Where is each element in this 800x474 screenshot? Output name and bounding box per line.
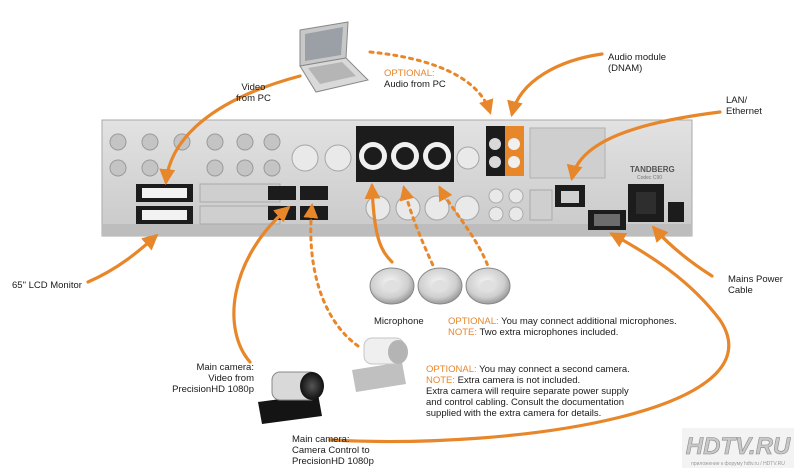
lcd-monitor-line [86,233,159,284]
camera-optional-line3: Extra camera will require separate power… [426,386,629,397]
note-tag: NOTE: [448,327,478,338]
optional-tag: OPTIONAL: [384,68,435,79]
audio-module-line [507,52,604,118]
device-brand: TANDBERG [630,165,675,174]
video-from-pc-line2: from PC [236,93,271,104]
lan-line2: Ethernet [726,106,762,117]
camera-optional-line5: supplied with the extra camera for detai… [426,408,602,419]
optional-audio-line [368,50,494,115]
audio-module-label: Audio module (DNAM) [608,52,666,74]
mic-optional-line2: Two extra microphones included. [479,327,619,338]
main-camera-control-line3: PrecisionHD 1080p [292,456,374,467]
video-from-pc-label: Video from PC [236,82,271,104]
microphone-text: Microphone [374,316,424,327]
device-model: Codec C90 [637,175,662,181]
camera-optional-line4: and control cabling. Consult the documen… [426,397,625,408]
main-camera-control-line [328,232,731,444]
watermark-text: HDTV.RU [686,433,791,460]
audio-module-line2: (DNAM) [608,63,643,74]
optional-camera-line [303,203,360,348]
lan-line [566,110,722,182]
optional-audio-label: OPTIONAL: Audio from PC [384,68,446,90]
camera-optional-label: OPTIONAL: You may connect a second camer… [426,364,630,419]
optional-microphone-icon [465,267,511,305]
microphone-label: Microphone [374,316,424,327]
optional-microphone-icon [417,267,463,305]
lan-label: LAN/ Ethernet [726,95,762,117]
main-camera-video-label: Main camera: Video from PrecisionHD 1080… [160,362,254,395]
mic-optional-line1: You may connect additional microphones. [501,316,677,327]
watermark-sub: приложение к форуму hdtv.ru / HDTV.RU [691,461,785,467]
main-camera-control-label: Main camera: Camera Control to Precision… [292,434,374,467]
video-from-pc-line [159,74,302,186]
optional-audio-text: Audio from PC [384,79,446,90]
mains-power-line1: Mains Power [728,274,783,285]
camera-optional-line2: Extra camera is not included. [457,375,581,386]
lan-line1: LAN/ [726,95,748,106]
camera-optional-line1: You may connect a second camera. [479,364,630,375]
note-tag: NOTE: [426,375,456,386]
mains-power-label: Mains Power Cable [728,274,783,296]
mains-power-line [651,225,714,278]
main-camera-control-line2: Camera Control to [292,445,370,456]
main-camera-video-line [232,205,291,364]
optional-tag: OPTIONAL: [426,364,477,375]
hdtv-watermark: HDTV.RU приложение к форуму hdtv.ru / HD… [682,428,794,468]
lcd-monitor-label: 65" LCD Monitor [12,280,82,291]
mains-power-line2: Cable [728,285,753,296]
main-camera-icon [258,371,324,424]
lcd-monitor-text: 65" LCD Monitor [12,280,82,291]
optional-camera-icon [352,337,408,392]
main-camera-video-line1: Main camera: [196,362,254,373]
audio-module-line1: Audio module [608,52,667,63]
optional-tag: OPTIONAL: [448,316,499,327]
microphone-line [364,182,394,264]
mic-optional-label: OPTIONAL: You may connect additional mic… [448,316,677,338]
main-camera-control-line1: Main camera: [292,434,350,445]
main-camera-video-line3: PrecisionHD 1080p [172,384,254,395]
optional-mic-line-2 [438,185,492,274]
video-from-pc-line1: Video [241,82,266,93]
microphone-icon [369,267,415,305]
optional-mic-line-1 [399,185,438,274]
main-camera-video-line2: Video from [208,373,254,384]
laptop-icon [299,21,369,93]
codec-device [101,119,693,237]
